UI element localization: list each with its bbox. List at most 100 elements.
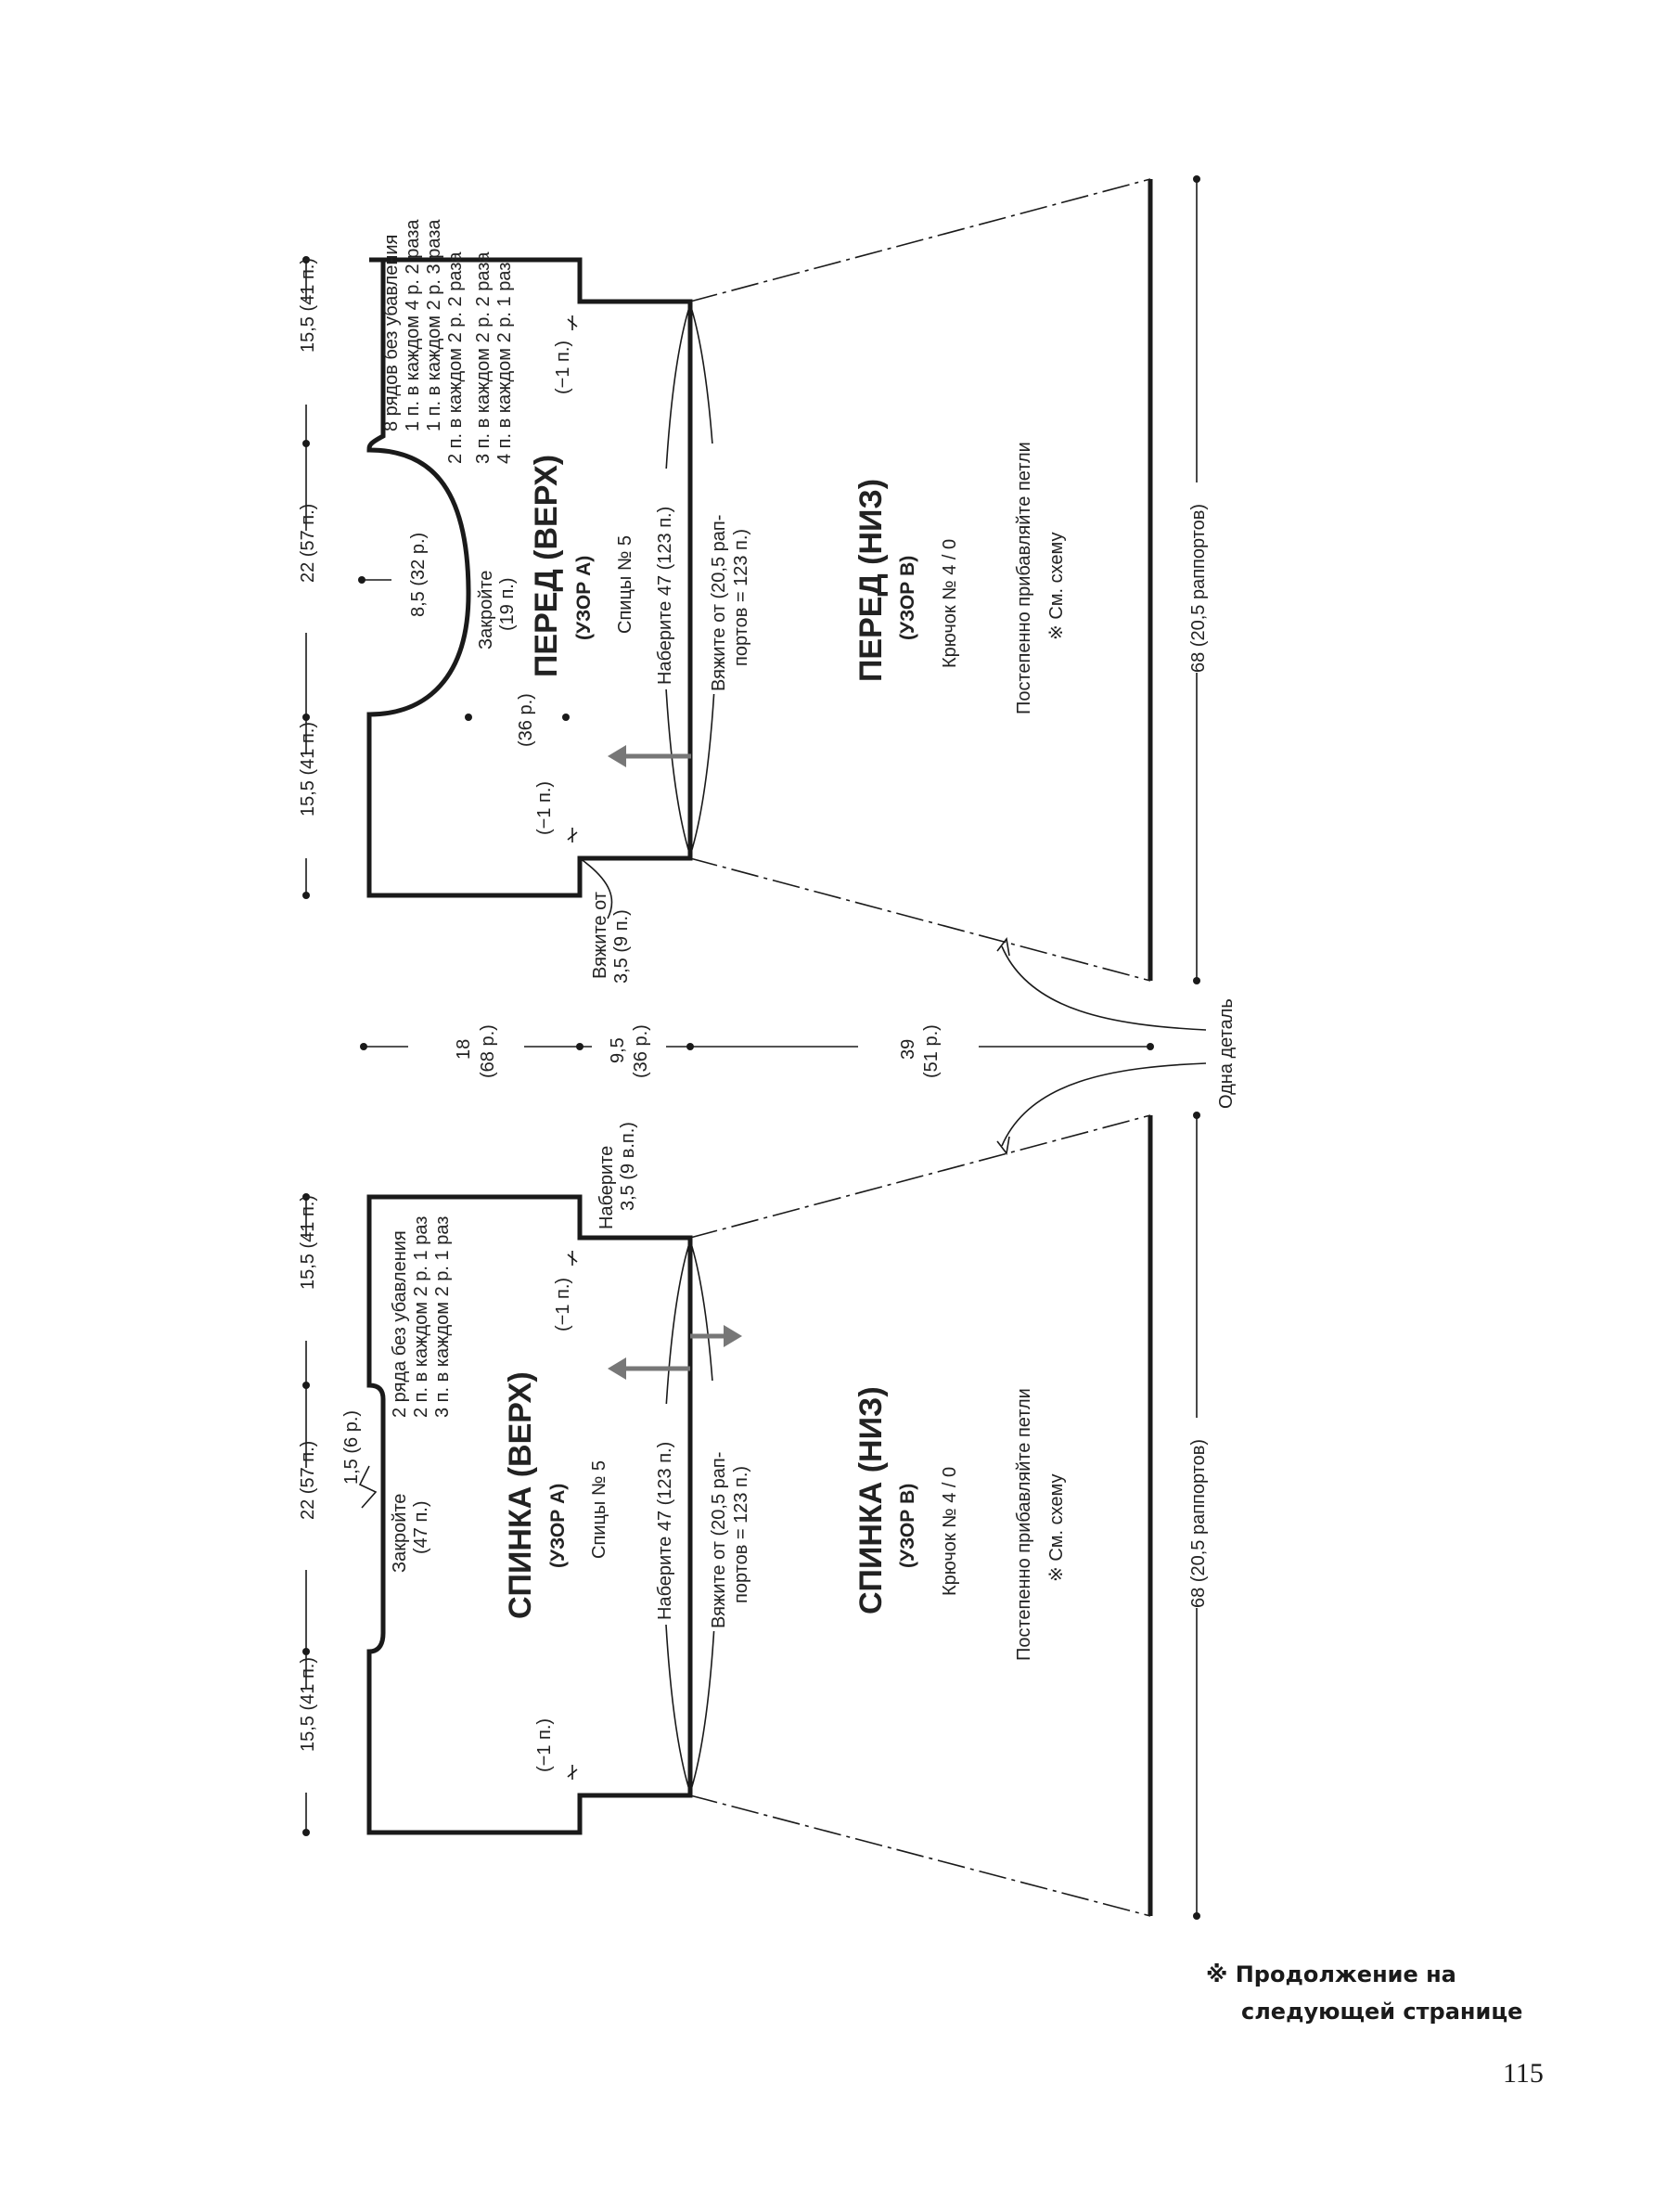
front-neck-note-5: 3 п. в каждом 2 р. 2 раза [473,251,494,464]
back-neck-note-3: 3 п. в каждом 2 р. 1 раз [432,1216,453,1418]
dim-dot [358,576,365,584]
back-lower-increase: Постепенно прибавляйте петли [1014,1388,1034,1661]
dim-dot [302,1829,310,1836]
front-lower-edge-top [689,178,1151,302]
dim-gap [293,1468,319,1570]
front-dec-right-label: (−1 п.) [553,341,573,394]
back-dec-tick-right [567,1251,578,1266]
continuation-line-2: следующей странице [1241,1999,1523,2025]
back-lower-see-chart: ※ См. схему [1046,1474,1067,1583]
back-lower-outline [687,1115,1153,1916]
front-upper-outline [366,257,693,898]
front-dec-tick-right [567,315,578,330]
back-dec-right-label: (−1 п.) [553,1278,573,1331]
dim-dot [1147,1043,1154,1050]
front-lower-outline [687,179,1153,981]
back-lower-title: СПИНКА (НИЗ) [853,1386,889,1614]
back-dec-left-label: (−1 п.) [534,1718,555,1772]
one-piece-leader-top [1001,945,1207,1031]
back-lower-edge-top [689,1114,1151,1239]
front-dec-tick-left [567,828,578,842]
one-piece-arrow-bottom [996,1136,1010,1155]
front-knit-from: Вяжите от (20,5 рап- [709,515,729,691]
dim-dot [360,1043,367,1050]
back-upper-title: СПИНКА (ВЕРХ) [503,1371,538,1619]
height-2: 9,5 [608,1037,628,1063]
dim-dot [1193,977,1200,984]
dim-gap [1184,482,1210,673]
front-neck-note-6: 4 п. в каждом 2 р. 1 раз [494,263,515,464]
dim-gap [293,1237,319,1341]
back-arrow-head-down [724,1325,742,1347]
continuation-note: ※ Продолжение на следующей странице [1206,1956,1596,2030]
back-neck-depth-label: 1,5 (6 р.) [341,1410,362,1485]
front-neck-depth-label: 8,5 (32 р.) [408,533,429,617]
back-dim-mid: 22 (57 п.) [298,1441,318,1520]
dim-dot [686,1043,694,1050]
back-lower-hook: Крючок № 4 / 0 [940,1467,960,1596]
dim-dot [302,1382,310,1389]
one-piece-leader-bottom [1001,1062,1207,1147]
front-arrow-head [608,745,626,767]
back-dim-left: 15,5 (41 п.) [298,1657,318,1752]
one-piece-label: Одна деталь [1216,998,1237,1109]
dim-dot [302,1193,310,1201]
back-knit-from: Вяжите от (20,5 рап- [709,1452,729,1628]
dim-dot [1193,1112,1200,1119]
front-neck-note-2: 1 п. в каждом 4 р. 2 раза [403,219,423,431]
back-upper-pattern: (УЗОР А) [547,1484,569,1568]
back-upper-needles: Спицы № 5 [589,1460,609,1559]
dim-gap [293,301,319,405]
height-3: 39 [898,1039,918,1060]
front-bind-off-count: (19 п.) [497,577,518,631]
front-piece: 15,5 (41 п.) 22 (57 п.) 15,5 (41 п.) 68 … [293,175,1210,984]
back-cast-on-35: Наберите [596,1146,617,1229]
front-upper-needles: Спицы № 5 [615,535,635,634]
front-lower-title: ПЕРЕД (НИЗ) [853,479,889,682]
front-dec-left-label: (−1 п.) [534,781,555,835]
dim-dot [302,892,310,899]
back-dec-tick-left [567,1765,578,1780]
height-3-rows: (51 р.) [921,1024,942,1078]
back-upper-outline [366,1194,693,1835]
back-bind-off-count: (47 п.) [411,1500,431,1554]
front-rows-36: (36 р.) [516,693,536,747]
back-hem-dim: 68 (20,5 раппортов) [1188,1439,1209,1608]
continuation-symbol: ※ [1206,1961,1228,1987]
dim-dot [562,714,570,721]
height-1-rows: (68 р.) [478,1024,498,1078]
back-neck-leader [358,1465,378,1509]
front-cast-on: Наберите 47 (123 п.) [655,507,675,685]
front-upper-title: ПЕРЕД (ВЕРХ) [529,455,564,677]
front-knit-from-2: портов = 123 п.) [731,529,751,666]
front-lower-hook: Крючок № 4 / 0 [940,539,960,668]
dim-gap [408,1016,524,1081]
front-upper-pattern: (УЗОР А) [573,556,595,640]
front-knit-from-35: Вяжите от [590,892,610,979]
height-dimensions: 18 (68 р.) 9,5 (36 р.) 39 (51 р.) Одна д… [360,937,1237,1155]
back-cast-on-35-2: 3,5 (9 в.п.) [618,1122,638,1211]
front-lower-pattern: (УЗОР В) [897,556,918,640]
front-neck-note-1: 8 рядов без убавления [381,235,402,431]
front-lower-edge-bottom [689,857,1151,982]
front-dim-left: 15,5 (41 п.) [298,722,318,817]
front-neck-note-3: 1 п. в каждом 2 р. 3 раза [424,219,444,431]
dim-gap [858,1016,979,1081]
back-piece: 15,5 (41 п.) 22 (57 п.) 15,5 (41 п.) 68 … [293,1112,1210,1920]
label-gap [703,1381,755,1631]
back-lower-edge-bottom [689,1794,1151,1917]
back-neck-note-2: 2 п. в каждом 2 р. 1 раз [411,1216,431,1418]
dim-dot [302,256,310,264]
front-lower-see-chart: ※ См. схему [1046,533,1067,641]
continuation-line-1: Продолжение на [1235,1961,1456,1987]
dim-dot [1193,1912,1200,1920]
page-number: 115 [1503,2058,1544,2089]
dim-gap [1184,1418,1210,1608]
dim-dot [576,1043,584,1050]
back-cast-on: Наберите 47 (123 п.) [655,1442,675,1620]
front-bind-off-label: Закройте [476,571,496,649]
label-gap [649,1404,677,1625]
back-bind-off-label: Закройте [390,1494,410,1573]
front-knit-from-35-2: 3,5 (9 п.) [611,909,632,984]
